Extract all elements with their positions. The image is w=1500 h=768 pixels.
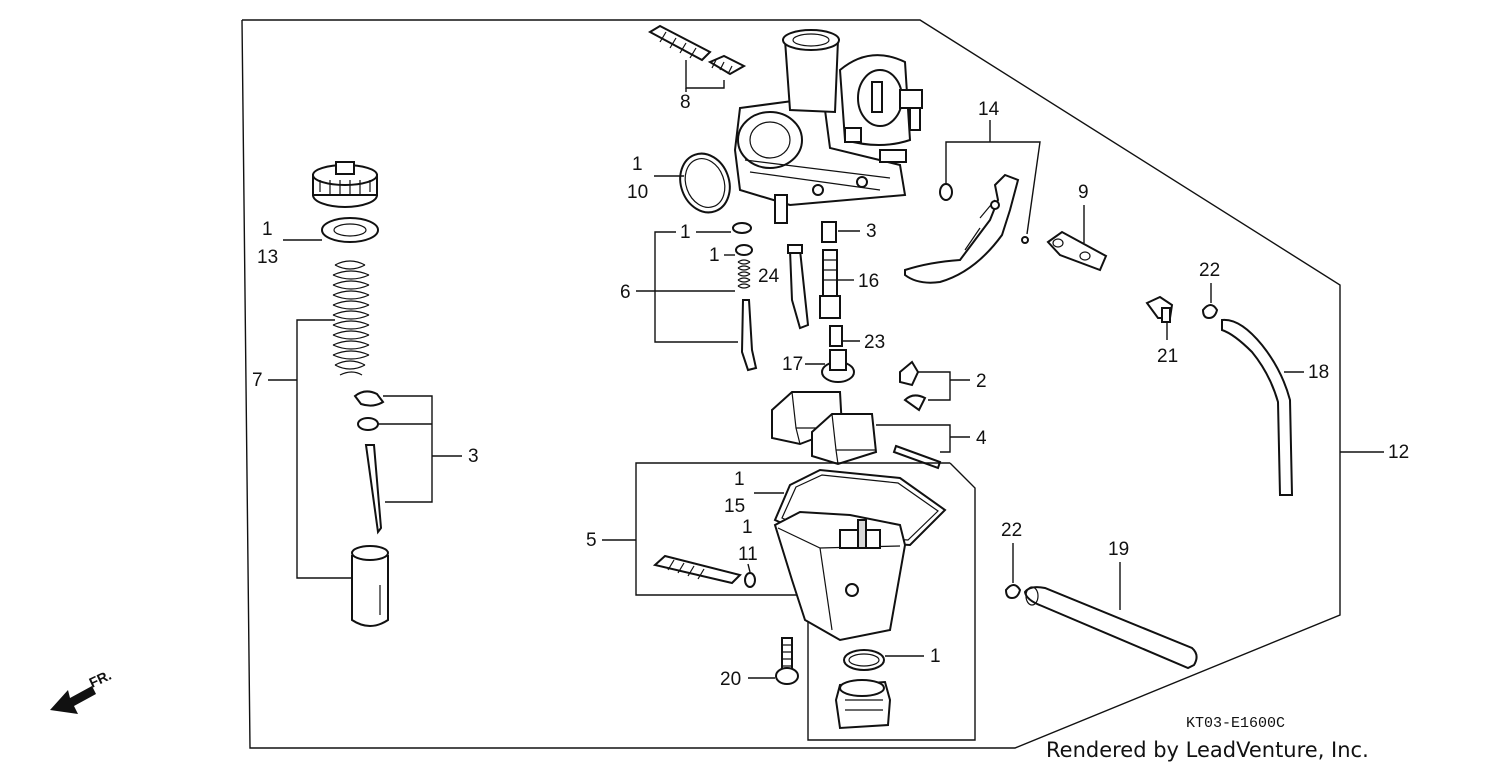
label-22-b: 22 [1001, 520, 1022, 541]
float-valve-seat [821, 349, 855, 383]
front-arrow-icon: FR. [50, 667, 114, 714]
cable-bracket [1046, 230, 1108, 272]
diagram-code: KT03-E1600C [1186, 715, 1285, 732]
needle-clip [353, 390, 385, 407]
label-1-10: 1 [632, 154, 643, 175]
label-1-b: 1 [709, 245, 720, 266]
label-19: 19 [1108, 539, 1129, 560]
label-24: 24 [758, 266, 780, 287]
float-chamber [773, 510, 907, 642]
label-11: 11 [738, 544, 758, 565]
pilot-screw-spring [737, 259, 751, 289]
throttle-valve [351, 545, 389, 627]
hose-clip-upper [1201, 304, 1219, 320]
needle-jet-holder [787, 244, 810, 330]
label-4: 4 [976, 428, 987, 449]
float-valve-needle [899, 360, 920, 387]
label-7: 7 [252, 370, 263, 391]
assembly-boundary [241, 19, 1341, 749]
label-13: 13 [257, 247, 278, 268]
float-pin [892, 444, 942, 470]
drain-tube [1023, 586, 1198, 670]
label-22-a: 22 [1199, 260, 1220, 281]
main-jet [829, 325, 843, 347]
label-5: 5 [586, 530, 597, 551]
label-17: 17 [782, 354, 803, 375]
chamber-screw [775, 637, 799, 685]
label-2: 2 [976, 371, 987, 392]
pilot-screw [740, 299, 758, 372]
label-20: 20 [720, 669, 741, 690]
needle-washer [357, 417, 379, 431]
slow-jet [821, 221, 837, 243]
front-marker: FR. [87, 667, 114, 691]
choke-clip [1021, 236, 1029, 244]
label-3-right: 3 [866, 221, 877, 242]
label-3-left: 3 [468, 446, 479, 467]
label-1-11: 1 [742, 517, 753, 538]
pilot-screw-o-ring [735, 244, 753, 256]
label-15: 15 [724, 496, 745, 517]
bracket-screw [1145, 295, 1174, 323]
label-8: 8 [680, 92, 691, 113]
vent-tube [1221, 318, 1294, 496]
label-1-a: 1 [680, 222, 691, 243]
float-valve-clip [903, 394, 927, 412]
carburetor-cap [312, 161, 378, 208]
label-14: 14 [978, 99, 1000, 120]
label-10: 10 [627, 182, 648, 203]
air-screw [652, 554, 742, 585]
drain-o-ring [843, 649, 885, 671]
choke-washer [939, 183, 953, 201]
label-6: 6 [620, 282, 631, 303]
drain-plug [834, 679, 892, 730]
air-screw-o-ring [744, 572, 756, 588]
carburetor-body [733, 29, 923, 224]
label-9: 9 [1078, 182, 1089, 203]
pilot-screw-washer [732, 222, 752, 234]
label-1-13: 1 [262, 219, 273, 240]
jet-needle [364, 444, 383, 535]
throttle-spring [332, 260, 370, 376]
choke-lever [904, 173, 1020, 284]
label-18: 18 [1308, 362, 1329, 383]
float [771, 391, 878, 466]
label-21: 21 [1157, 346, 1178, 367]
needle-jet [819, 249, 841, 319]
body-o-ring [679, 152, 731, 214]
label-1-c: 1 [930, 646, 941, 667]
label-1-15: 1 [734, 469, 745, 490]
throttle-stop-screw [647, 24, 747, 76]
label-23: 23 [864, 332, 885, 353]
hose-clip-lower [1004, 584, 1022, 600]
cap-gasket [321, 217, 379, 243]
label-12: 12 [1388, 442, 1409, 463]
credit-text: Rendered by LeadVenture, Inc. [1046, 738, 1369, 762]
label-16: 16 [858, 271, 879, 292]
